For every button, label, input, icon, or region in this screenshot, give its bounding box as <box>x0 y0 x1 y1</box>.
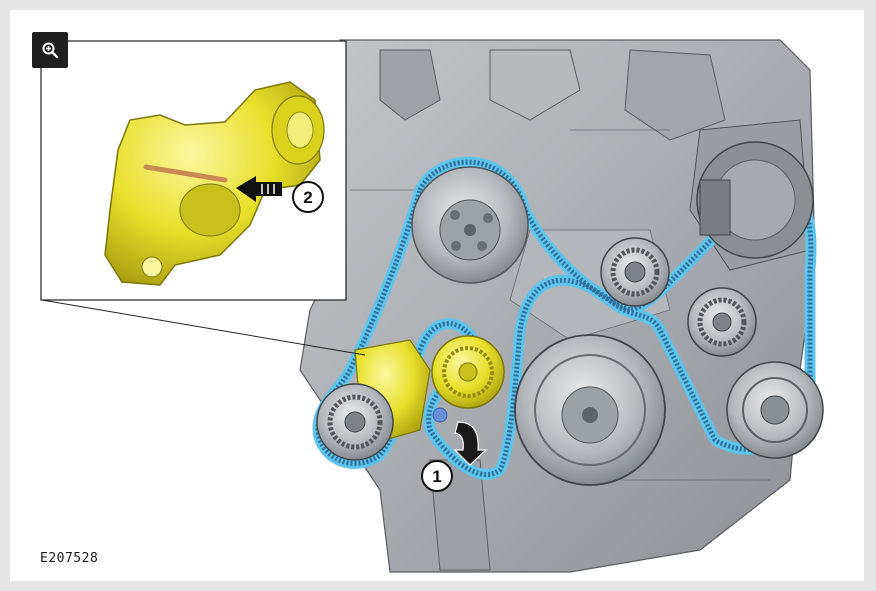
zoom-button[interactable] <box>32 32 68 68</box>
tensioner-bolt <box>432 407 448 423</box>
ac-compressor-pulley <box>726 361 824 459</box>
accessory-drive-belt <box>312 156 817 480</box>
inset-leader-line <box>41 299 366 356</box>
crankshaft-pulley <box>514 334 666 486</box>
figure-reference-code: E207528 <box>40 551 99 566</box>
rotation-arrow <box>453 421 488 466</box>
lower-idler-pulley <box>316 383 394 461</box>
locking-pin <box>143 164 228 183</box>
callout-1-label: 1 <box>432 467 441 486</box>
callout-2: 2 <box>292 181 324 213</box>
right-idler-pulley <box>687 287 757 357</box>
callout-1: 1 <box>421 460 453 492</box>
callout-2-label: 2 <box>303 188 312 207</box>
engine-diagram: 1 2 <box>40 39 824 573</box>
pin-insert-arrow <box>236 176 282 202</box>
figure-frame: 1 2 <box>10 10 864 581</box>
water-pump-pulley <box>411 166 529 284</box>
tensioner-detail-inset: 2 <box>40 40 347 301</box>
zoom-in-icon <box>42 42 59 59</box>
upper-idler-pulley <box>600 237 670 307</box>
alternator <box>696 141 814 259</box>
